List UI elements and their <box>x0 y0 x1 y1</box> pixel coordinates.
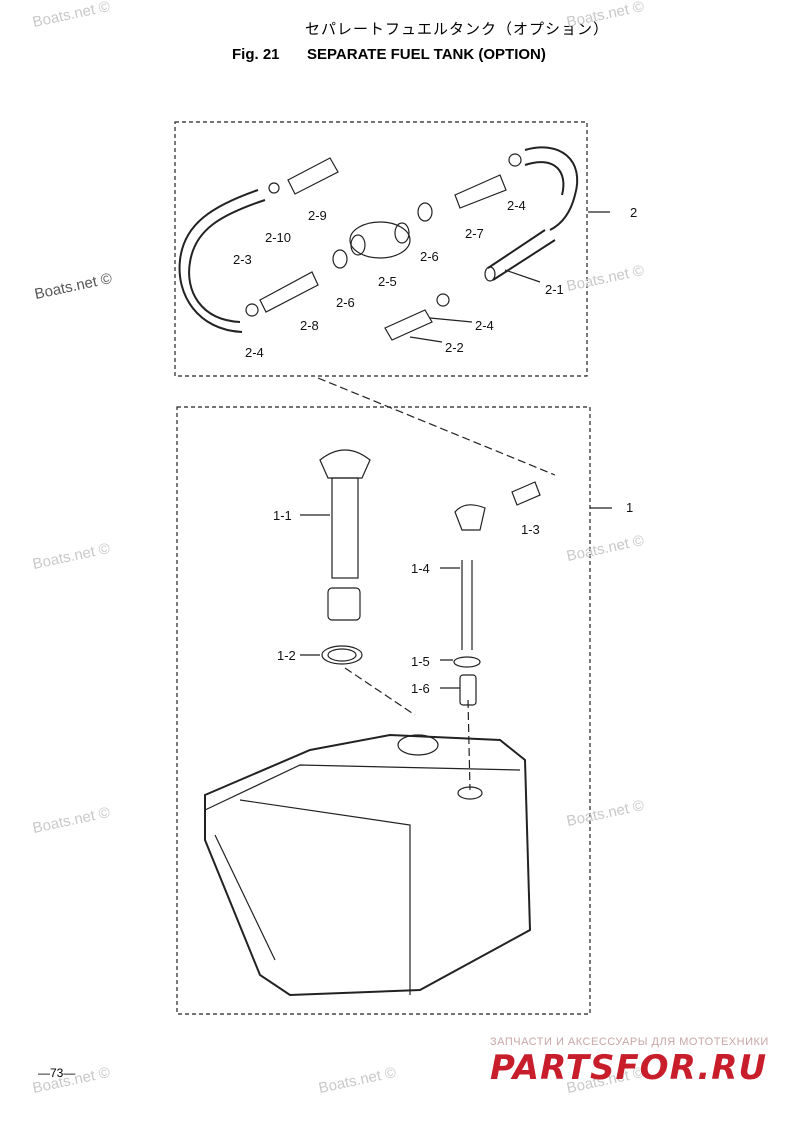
pickup-tube <box>461 560 473 650</box>
callout-2: 2 <box>630 205 638 220</box>
figure-number: Fig. 21 <box>232 46 280 63</box>
fuel-strainer <box>459 674 477 706</box>
check-valve-2-7 <box>454 174 507 209</box>
brand-logo: PARTSFOR.RU <box>490 1048 768 1088</box>
tank-pickup-port <box>457 786 483 800</box>
callout-1-3: 1-3 <box>521 522 540 537</box>
brand-subtitle: ЗАПЧАСТИ И АКСЕССУАРЫ ДЛЯ МОТОТЕХНИКИ <box>490 1036 769 1048</box>
elbow-fitting <box>454 504 486 531</box>
callout-2-4-left: 2-4 <box>245 345 264 360</box>
page-number: —73— <box>38 1066 76 1080</box>
callout-2-4-top: 2-4 <box>507 198 526 213</box>
callout-2-9: 2-9 <box>308 208 327 223</box>
callout-2-4-right: 2-4 <box>475 318 494 333</box>
callout-1-2: 1-2 <box>277 648 296 663</box>
callout-1-4: 1-4 <box>411 561 430 576</box>
callout-2-3: 2-3 <box>233 252 252 267</box>
callout-2-7: 2-7 <box>465 226 484 241</box>
callout-2-6-right: 2-6 <box>420 249 439 264</box>
fuel-tank <box>204 733 532 997</box>
japanese-title: セパレートフュエルタンク（オプション） <box>305 20 610 38</box>
callout-2-5: 2-5 <box>378 274 397 289</box>
tank-fitting-1-3 <box>511 481 541 506</box>
figure-title: SEPARATE FUEL TANK (OPTION) <box>307 46 546 63</box>
check-valve-2-8 <box>259 271 319 313</box>
gauge-o-ring <box>321 645 363 665</box>
tank-connector-2-2 <box>384 309 433 341</box>
hose-clamp-2-4-c <box>436 293 450 307</box>
pickup-to-tank-link <box>467 699 471 791</box>
callout-2-6-left: 2-6 <box>336 295 355 310</box>
callout-2-2: 2-2 <box>445 340 464 355</box>
hose-clamp-2-4-b <box>508 153 522 167</box>
callout-2-10: 2-10 <box>265 230 292 245</box>
group-link-line <box>317 377 556 476</box>
hose-clamp-2-4-a <box>245 303 259 317</box>
callout-1-1: 1-1 <box>273 508 292 523</box>
callout-1-5: 1-5 <box>411 654 430 669</box>
engine-connector-2-9 <box>287 157 339 195</box>
fuel-hose-left <box>188 199 266 323</box>
callout-1-6: 1-6 <box>411 681 430 696</box>
tank-assembly-group-box <box>176 406 591 1015</box>
fuel-gauge <box>319 449 371 479</box>
callout-2-1: 2-1 <box>545 282 564 297</box>
hose-clamp-2-10 <box>268 182 280 194</box>
hose-clamp-2-6-a <box>332 249 348 269</box>
tank-gauge-port <box>397 734 439 756</box>
pickup-o-ring <box>453 656 481 668</box>
gauge-to-tank-link <box>344 667 416 716</box>
callout-1: 1 <box>626 500 634 515</box>
hose-assembly-group-box <box>174 121 588 377</box>
hose-clamp-2-6-b <box>417 202 433 222</box>
fuel-hose-right <box>524 146 579 231</box>
primer-bulb <box>349 221 411 259</box>
callout-2-8: 2-8 <box>300 318 319 333</box>
